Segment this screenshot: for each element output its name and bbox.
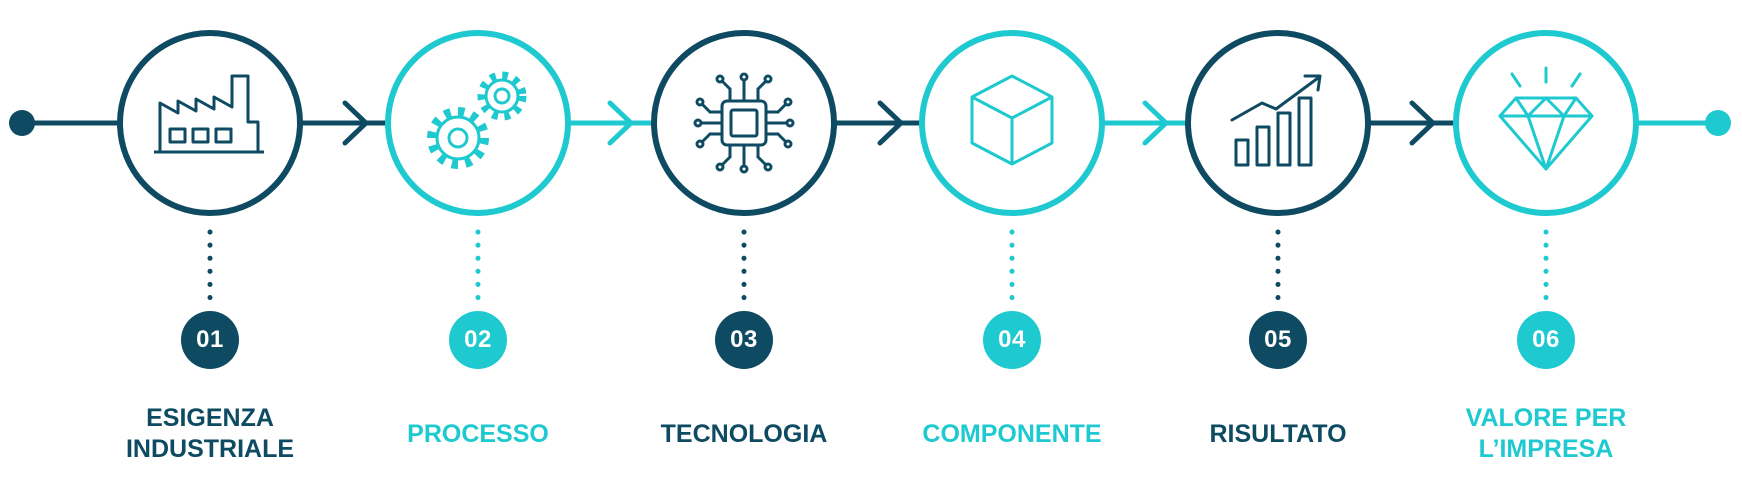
- step-label-2-line-1: PROCESSO: [407, 419, 549, 448]
- step-number-badge-5: 05: [1249, 311, 1307, 369]
- step-number-badge-4: 04: [983, 311, 1041, 369]
- step-label-1-line-2: INDUSTRIALE: [125, 435, 295, 463]
- step-circle-1: [117, 30, 303, 216]
- step-label-2: PROCESSO: [358, 400, 598, 468]
- chip-icon: [693, 72, 795, 174]
- cube-icon: [970, 74, 1054, 166]
- factory-icon: [154, 74, 264, 154]
- step-label-4: COMPONENTE: [892, 400, 1132, 468]
- arrow-4-5: [1142, 100, 1169, 146]
- step-label-5-line-1: RISULTATO: [1209, 419, 1347, 448]
- step-number-badge-1: 01: [181, 311, 239, 369]
- arrow-1-2: [342, 100, 369, 146]
- step-number-badge-2: 02: [449, 311, 507, 369]
- timeline-start-dot: [9, 110, 35, 136]
- step-label-6: VALORE PER L’IMPRESA: [1426, 400, 1666, 468]
- step-label-3: TECNOLOGIA: [624, 400, 864, 468]
- step-circle-6: [1453, 30, 1639, 216]
- step-label-5: RISULTATO: [1158, 400, 1398, 468]
- arrow-3-4: [877, 100, 904, 146]
- gears-icon: [427, 71, 527, 169]
- step-label-4-line-1: COMPONENTE: [922, 419, 1102, 448]
- step-number-badge-3: 03: [715, 311, 773, 369]
- step-label-6-line-1: VALORE PER: [1465, 404, 1627, 432]
- step-circle-2: [385, 30, 571, 216]
- step-label-3-line-1: TECNOLOGIA: [660, 419, 828, 448]
- step-number-badge-6: 06: [1517, 311, 1575, 369]
- arrow-2-3: [607, 100, 634, 146]
- arrow-5-6: [1409, 100, 1436, 146]
- diamond-icon: [1498, 66, 1594, 171]
- step-label-1-line-1: ESIGENZA: [146, 404, 274, 432]
- step-label-1: ESIGENZA INDUSTRIALE: [90, 400, 330, 468]
- step-circle-3: [651, 30, 837, 216]
- timeline-end-dot: [1705, 110, 1731, 136]
- step-label-6-line-2: L’IMPRESA: [1478, 435, 1614, 463]
- growth-chart-icon: [1230, 74, 1322, 167]
